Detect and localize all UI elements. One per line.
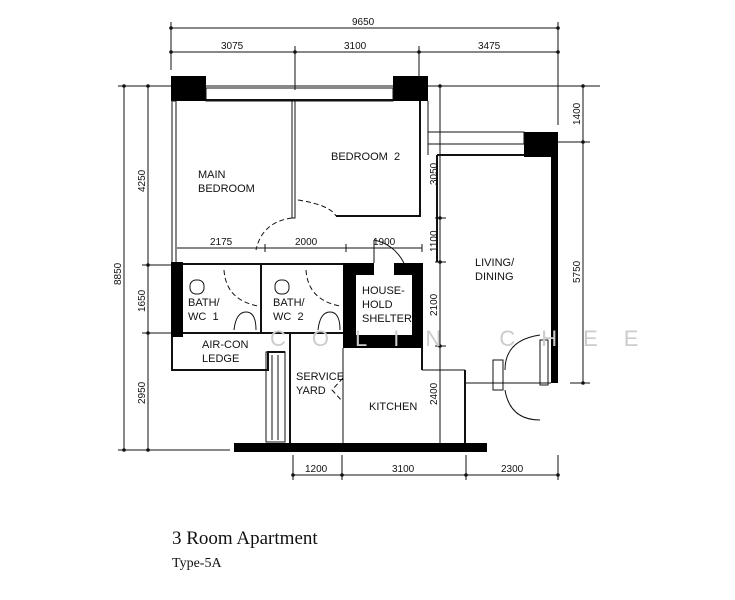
dim-left-3: 2950: [137, 381, 148, 404]
dim-top-3: 3475: [478, 41, 501, 52]
label-main-bedroom-2: BEDROOM: [198, 183, 255, 195]
dim-left-2: 1650: [137, 289, 148, 312]
label-aircon-1: AIR-CON: [202, 339, 249, 351]
label-bath2-2: WC 2: [273, 311, 304, 323]
dim-inner-3: 1900: [373, 237, 396, 248]
label-shelter-3: SHELTER: [362, 313, 412, 325]
label-service-2: YARD: [296, 385, 326, 397]
plan-title: 3 Room Apartment: [172, 528, 318, 549]
dim-inner-1: 2175: [210, 237, 233, 248]
dim-mid-4: 2400: [429, 382, 440, 405]
label-bath1-2: WC 1: [188, 311, 219, 323]
dim-mid-1: 3050: [429, 162, 440, 185]
label-living-1: LIVING/: [475, 257, 515, 269]
dimension-ticks: [122, 26, 585, 477]
doors: [189, 239, 549, 421]
dim-bottom-1: 1200: [305, 464, 328, 475]
label-bedroom-2: BEDROOM 2: [331, 151, 400, 163]
dimension-labels: 9650 3075 3100 3475 2175 2000 1900 1200 …: [113, 17, 583, 475]
dim-bottom-2: 3100: [392, 464, 415, 475]
door-swings: [223, 199, 344, 403]
dim-left-1: 4250: [137, 169, 148, 192]
dim-top-2: 3100: [344, 41, 367, 52]
watermark: COLIN CHEE: [270, 326, 664, 351]
dim-top-1: 3075: [221, 41, 244, 52]
label-main-bedroom-1: MAIN: [198, 169, 226, 181]
dim-right-total: 5750: [572, 260, 583, 283]
plan-subtitle: Type-5A: [172, 556, 222, 571]
dim-left-total: 8850: [113, 262, 124, 285]
label-service-1: SERVICE: [296, 371, 344, 383]
label-bath2-1: BATH/: [273, 297, 306, 309]
walls: [171, 76, 558, 452]
label-aircon-2: LEDGE: [202, 353, 239, 365]
room-labels: MAIN BEDROOM BEDROOM 2 LIVING/ DINING BA…: [188, 151, 515, 413]
dim-bottom-3: 2300: [501, 464, 524, 475]
label-shelter-1: HOUSE-: [362, 285, 405, 297]
dim-mid-3: 2100: [429, 293, 440, 316]
label-living-2: DINING: [475, 271, 514, 283]
dim-inner-2: 2000: [295, 237, 318, 248]
dim-right-top: 1400: [572, 102, 583, 125]
label-bath1-1: BATH/: [188, 297, 221, 309]
label-shelter-2: HOLD: [362, 299, 393, 311]
label-kitchen: KITCHEN: [369, 401, 417, 413]
dim-mid-2: 1100: [429, 230, 440, 252]
dim-total-width: 9650: [352, 17, 375, 28]
